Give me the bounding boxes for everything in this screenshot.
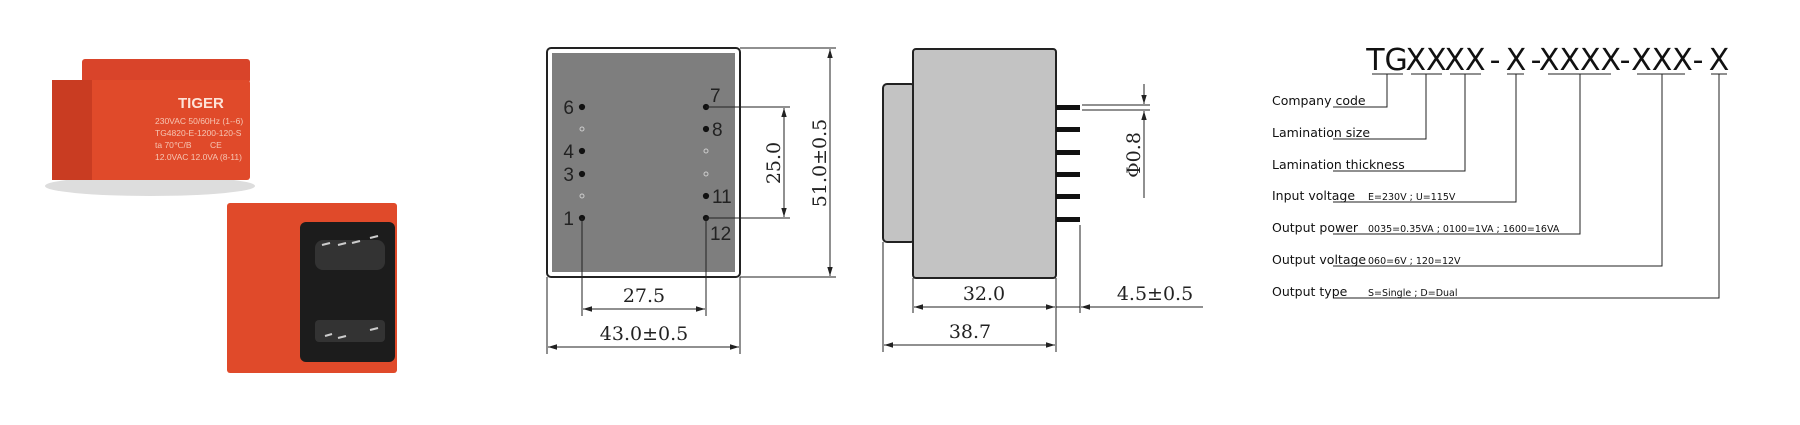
dim-pin-diameter: Φ0.8 (1123, 132, 1145, 178)
field-label: Input voltage (1272, 188, 1355, 203)
pin-label: 1 (563, 209, 574, 230)
code-separator: - (1693, 43, 1704, 78)
code-segment: XXXX (1539, 43, 1621, 78)
dim-total-depth: 38.7 (949, 321, 991, 343)
transformer-photo-back (227, 203, 397, 373)
pin-grid: 6 43 1 7 8 11 12 (563, 86, 731, 245)
transformer-photo-front: TIGER 230VAC 50/60Hz (1--6) TG4820-E-120… (45, 59, 255, 196)
dim-pin-row-pitch: 25.0 (763, 142, 785, 184)
pin-label: 7 (710, 86, 721, 107)
field-description: S=Single ; D=Dual (1368, 288, 1458, 299)
code-segment: TG (1365, 43, 1408, 78)
marking-line: 230VAC 50/60Hz (1--6) (155, 116, 243, 126)
part-number-code-diagram: TG XX XX - X - XXXX - XXX - X Company co… (1272, 43, 1729, 299)
field-description: 0035=0.35VA ; 0100=1VA ; 1600=16VA (1368, 224, 1560, 235)
pin-6 (578, 103, 586, 111)
field-label: Output voltage (1272, 252, 1366, 267)
pin-label: 12 (710, 224, 731, 245)
ce-mark: CE (210, 140, 222, 150)
pin-empty (579, 193, 585, 199)
dim-body-depth: 32.0 (963, 283, 1005, 305)
code-segment: XXX (1631, 43, 1693, 78)
field-label: Company code (1272, 93, 1366, 108)
pin-label: 6 (563, 98, 574, 119)
field-description: E=230V ; U=115V (1368, 192, 1456, 203)
pin-empty (703, 148, 709, 154)
code-segment: X (1709, 43, 1730, 78)
code-separator: - (1620, 43, 1631, 78)
top-view-drawing: 6 43 1 7 8 11 12 25.0 51.0±0.5 27.5 43.0±0.5 (546, 47, 836, 354)
code-segment: XX (1405, 43, 1446, 78)
pin-11 (702, 192, 710, 200)
marking-line: TG4820-E-1200-120-S (155, 128, 242, 138)
field-label: Output type (1272, 284, 1348, 299)
pin-label: 4 (563, 142, 574, 163)
brand-logo: TIGER (178, 95, 224, 112)
pin-label: 8 (712, 120, 723, 141)
code-separator: - (1531, 43, 1542, 78)
dim-width: 43.0±0.5 (600, 323, 688, 345)
dim-pin-spacing: 27.5 (623, 285, 665, 307)
pin-3 (578, 170, 586, 178)
code-separator: - (1490, 43, 1501, 78)
pin-label: 3 (563, 165, 574, 186)
side-view-drawing: Φ0.8 32.0 4.5±0.5 38.7 (882, 48, 1203, 352)
field-description: 060=6V ; 120=12V (1368, 256, 1461, 267)
marking-line: 12.0VAC 12.0VA (8-11) (155, 152, 242, 162)
pin-empty (703, 171, 709, 177)
field-label: Lamination thickness (1272, 157, 1405, 172)
marking-line: ta 70℃/B (155, 140, 192, 150)
pin-4 (578, 147, 586, 155)
field-label: Lamination size (1272, 125, 1370, 140)
pin-8 (702, 125, 710, 133)
field-label: Output power (1272, 220, 1359, 235)
dim-height: 51.0±0.5 (809, 119, 831, 207)
pin-label: 11 (712, 187, 732, 208)
code-segment: X (1506, 43, 1527, 78)
code-segment: XX (1444, 43, 1485, 78)
pin-empty (579, 126, 585, 132)
dim-pin-length: 4.5±0.5 (1117, 283, 1193, 305)
